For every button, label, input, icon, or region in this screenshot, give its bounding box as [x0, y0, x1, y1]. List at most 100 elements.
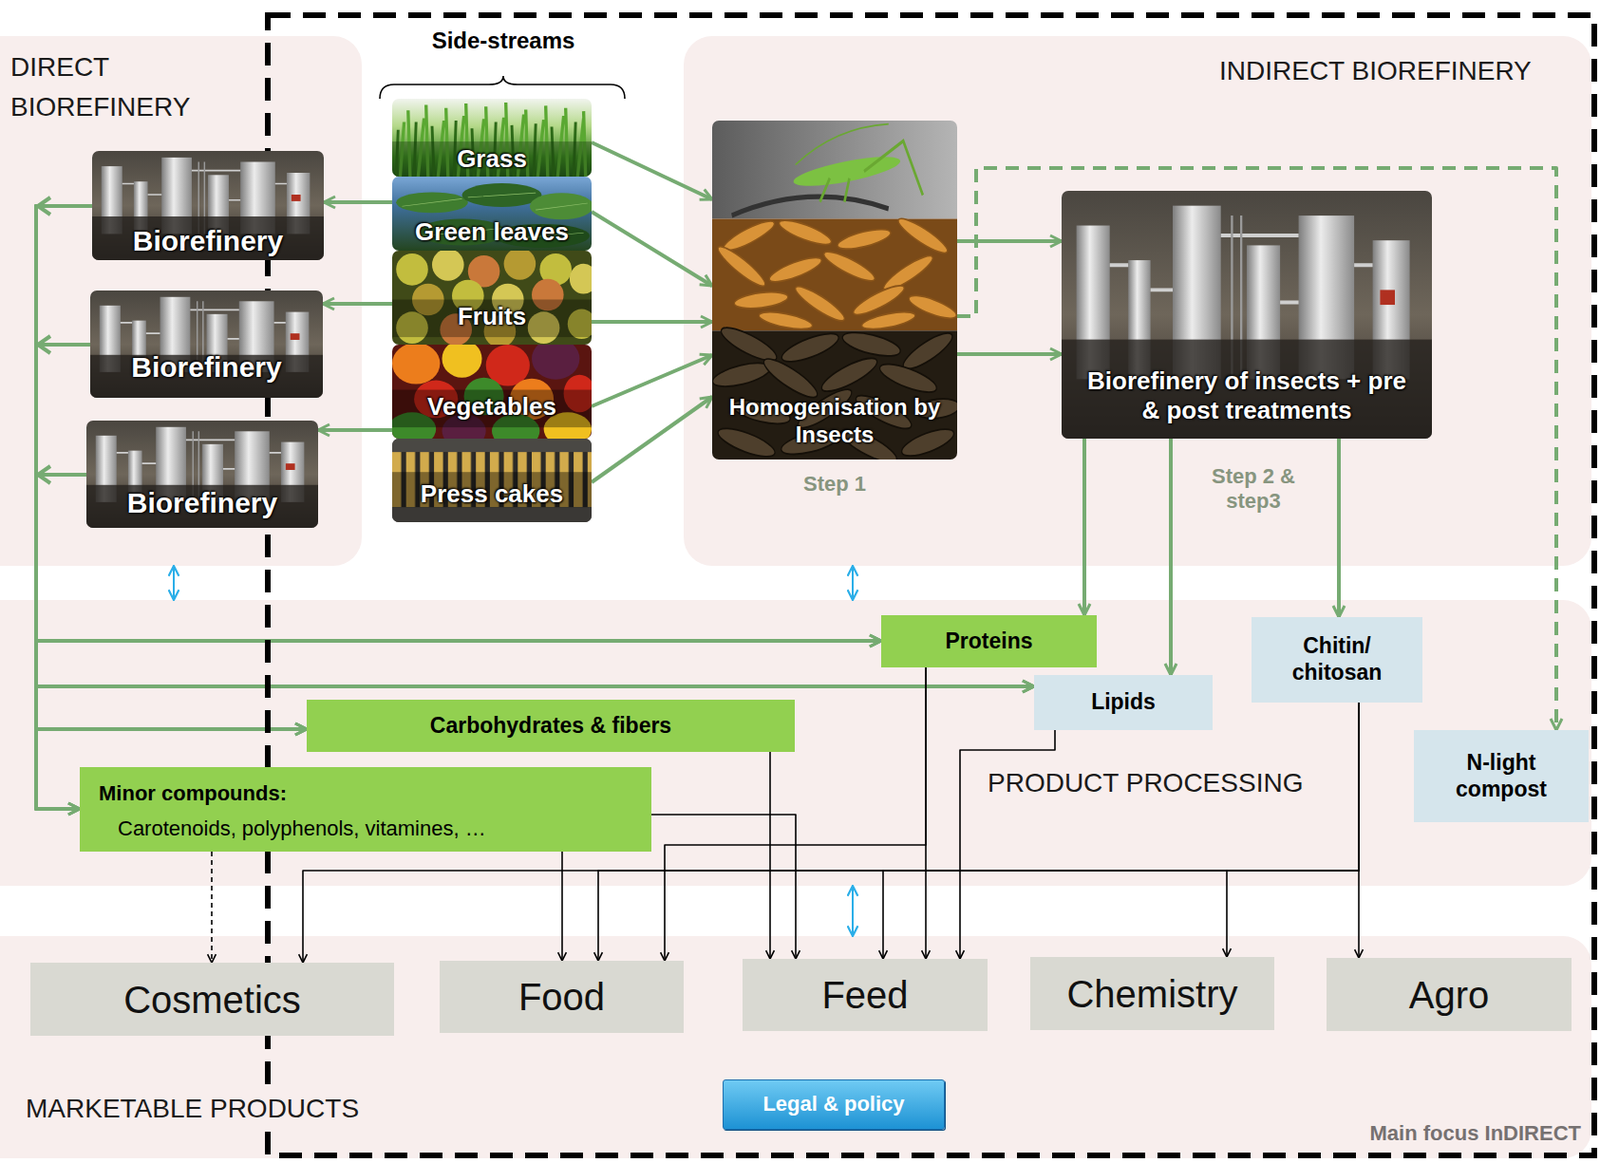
connector — [960, 730, 1055, 960]
connector — [210, 851, 213, 963]
policy-button: Legal & policy — [722, 1079, 945, 1130]
dashed-frame — [267, 15, 1595, 1156]
connector — [561, 851, 564, 961]
node-label: Main focus InDIRECT — [1334, 1121, 1582, 1147]
node-label: Biorefinery of insects + pre & post trea… — [1085, 366, 1409, 426]
product-box: Proteins — [881, 615, 1097, 668]
photo-illustration — [392, 250, 592, 345]
node-label: PRODUCT PROCESSING — [987, 763, 1330, 804]
connector — [1226, 702, 1359, 958]
photo-illustration — [392, 344, 592, 439]
text-slot: MARKETABLE PRODUCTS — [25, 1089, 406, 1130]
side-stream-image: Vegetables — [392, 344, 592, 439]
process-band: PRODUCT PROCESSINGProteinsLipidsChitin/ … — [0, 600, 1592, 886]
text-slot: Step 1 — [712, 471, 958, 497]
region-panel: INDIRECT BIOREFINERY Homogenisation by In… — [683, 36, 1592, 566]
node-label: Fruits — [392, 301, 592, 332]
connector — [591, 142, 713, 200]
connector — [36, 344, 91, 810]
node-label: MARKETABLE PRODUCTS — [25, 1089, 406, 1130]
text-slot: DIRECT BIOREFINERY — [10, 47, 215, 128]
node-label: Biorefinery — [86, 486, 319, 521]
connector — [318, 428, 393, 433]
band-ground — [0, 936, 1592, 1159]
node-label: Homogenisation by Insects — [717, 394, 952, 450]
node-label: Chemistry — [1066, 971, 1238, 1017]
text-slot: Biorefinery — [86, 486, 319, 521]
text-slot: INDIRECT BIOREFINERY — [1219, 51, 1581, 92]
insect-biorefinery-image: Biorefinery of insects + pre & post trea… — [1061, 190, 1432, 439]
connector — [1168, 438, 1173, 676]
text-slot: Vegetables — [392, 392, 592, 422]
node-label: Carotenoids, polyphenols, vitamines, … — [117, 816, 631, 842]
connector — [957, 352, 1062, 357]
photo-illustration — [392, 176, 592, 251]
node-label: Minor compounds: — [98, 781, 631, 807]
product-box: Lipids — [1034, 675, 1213, 731]
text-slot: Fruits — [392, 301, 592, 332]
side-stream-image: Green leaves — [392, 176, 592, 251]
text-slot: Homogenisation by Insects — [717, 394, 952, 450]
connector — [957, 239, 1062, 244]
node-label: Lipids — [1091, 689, 1156, 716]
connector — [883, 702, 1359, 960]
band-ground — [683, 36, 1592, 566]
market-box: Food — [439, 960, 684, 1034]
market-box: Cosmetics — [30, 962, 395, 1036]
connector — [591, 211, 713, 286]
text-slot: Press cakes — [392, 479, 592, 509]
connector — [851, 885, 854, 937]
connector — [1357, 702, 1360, 959]
side-stream-image: Fruits — [392, 250, 592, 345]
biorefinery-image: Biorefinery — [86, 420, 319, 528]
connector — [651, 814, 796, 960]
connector — [769, 752, 772, 960]
curly-bracket — [379, 75, 625, 99]
photo-illustration — [92, 150, 324, 261]
text-slot: Side-streams — [408, 27, 599, 56]
photo-illustration — [86, 420, 319, 528]
node-label: Carbohydrates & fibers — [430, 713, 672, 740]
node-label: INDIRECT BIOREFINERY — [1219, 51, 1581, 92]
photo-illustration — [392, 438, 592, 523]
node-label: N-light compost — [1423, 750, 1580, 803]
text-slot: Biorefinery — [90, 350, 323, 385]
side-stream-image: Grass — [392, 98, 592, 177]
region-panel: DIRECT BIOREFINERYBiorefineryBiorefinery… — [0, 36, 362, 566]
product-box: Carbohydrates & fibers — [306, 699, 795, 753]
node-label: Grass — [392, 144, 592, 174]
node-label: Food — [518, 974, 605, 1020]
photo-illustration — [90, 290, 323, 398]
text-slot: Green leaves — [392, 217, 592, 247]
text-slot: Grass — [392, 144, 592, 174]
node-label: Biorefinery — [92, 224, 324, 259]
connector — [851, 565, 854, 601]
connector — [1336, 438, 1341, 618]
merge-arrowheads — [37, 197, 51, 484]
photo-illustration — [392, 344, 592, 439]
product-box: N-light compost — [1413, 730, 1589, 823]
photo-illustration — [712, 120, 958, 460]
node-label: Cosmetics — [123, 977, 302, 1023]
connector — [36, 344, 307, 730]
connector — [36, 206, 93, 810]
text-slot: Main focus InDIRECT — [1334, 1121, 1582, 1147]
node-label: Green leaves — [392, 217, 592, 247]
node-label: Legal & policy — [762, 1091, 904, 1117]
node-label: Feed — [821, 972, 908, 1018]
market-box: Chemistry — [1030, 957, 1275, 1031]
product-box: Minor compounds: Carotenoids, polyphenols… — [79, 767, 652, 852]
text-slot: Minor compounds: — [98, 781, 631, 807]
node-label: Step 1 — [712, 471, 958, 497]
node-label: Biorefinery — [90, 350, 323, 385]
side-stream-image: Press cakes — [392, 438, 592, 523]
text-slot: PRODUCT PROCESSING — [987, 763, 1330, 804]
node-label: Agro — [1409, 972, 1490, 1018]
node-label: Step 2 & step3 — [1201, 464, 1306, 515]
connector — [924, 667, 927, 960]
connector — [36, 474, 87, 810]
connector — [36, 474, 882, 641]
connector — [322, 301, 393, 306]
